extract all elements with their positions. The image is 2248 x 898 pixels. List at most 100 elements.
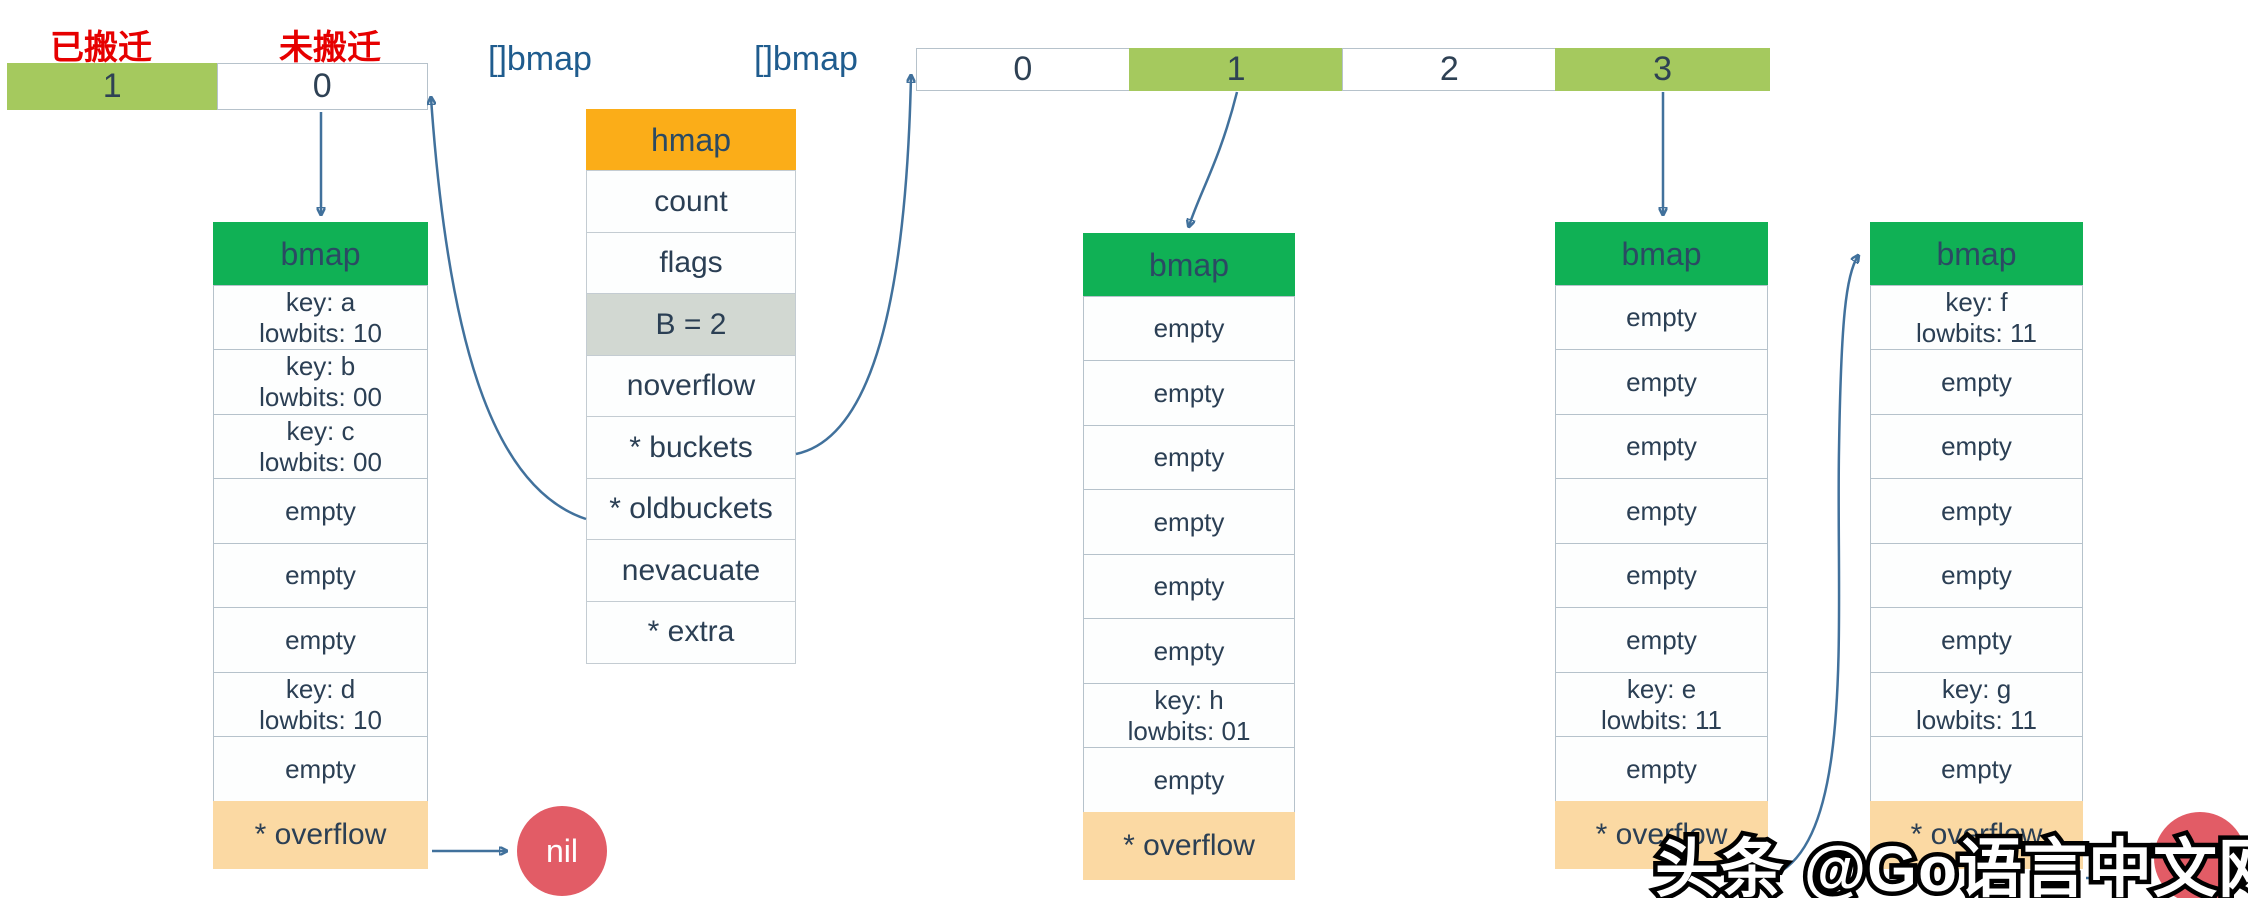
bucket-overflow-pointer: * overflow (213, 800, 428, 869)
hmap-field-count: count (586, 170, 796, 233)
bucket-overflow-pointer: * overflow (1083, 811, 1295, 880)
bucket-header: bmap (1555, 222, 1768, 286)
slot-line: key: a (285, 286, 356, 317)
bucket-slot: empty (1870, 349, 2083, 415)
slot-line: lowbits: 01 (1127, 715, 1251, 746)
hmap-field-noverflow: noverflow (586, 354, 796, 418)
slot-line: empty (1941, 624, 2012, 655)
watermark: 头条 @Go语言中文网 (1650, 829, 2248, 898)
bucket-slot: empty (213, 542, 428, 609)
bucket-slot: empty (1555, 284, 1768, 351)
slot-line: empty (1153, 635, 1225, 666)
bucket-header: bmap (1083, 233, 1295, 297)
bucket-slot: empty (1083, 360, 1295, 426)
bucket-header: bmap (213, 222, 428, 286)
slot-line: lowbits: 11 (1916, 704, 2037, 735)
slot-line: key: b (285, 351, 356, 382)
slot-line: empty (1153, 442, 1225, 473)
arrow-newarray1-to-bucket1 (1189, 91, 1239, 226)
slot-line: empty (1941, 366, 2012, 397)
bucket-slot: empty (1083, 618, 1295, 684)
slot-line: empty (1626, 624, 1697, 655)
array-cell-1: 1 (1128, 48, 1344, 91)
arrow-buckets-to-newarray (795, 76, 911, 456)
bucket-slot: empty (1870, 607, 2083, 673)
bucket-slot: empty (1555, 349, 1768, 415)
label-old-bmap-slice: []bmap (488, 40, 592, 78)
bucket-slot: empty (1083, 489, 1295, 555)
bucket-slot: empty (1870, 413, 2083, 480)
slot-line: lowbits: 00 (259, 382, 382, 412)
slot-line: empty (285, 560, 356, 591)
nil-circle-left: nil (517, 806, 607, 896)
slot-line: key: d (285, 673, 356, 704)
bucket-slot: empty (1555, 736, 1768, 802)
array-cell-0: 0 (915, 48, 1131, 91)
bucket-slot: empty (1083, 424, 1295, 491)
slot-line: empty (1626, 366, 1697, 397)
array-cell-3: 3 (1555, 48, 1770, 91)
slot-line: empty (1941, 431, 2012, 462)
slot-line: key: g (1941, 673, 2012, 704)
slot-line: empty (1153, 571, 1225, 602)
array-cell-0: 0 (216, 63, 428, 110)
slot-line: empty (1941, 753, 2012, 784)
slot-line: empty (1626, 495, 1697, 526)
slot-line: empty (1941, 495, 2012, 526)
slot-line: key: f (1945, 286, 2008, 317)
hmap-field-nevacuate: nevacuate (586, 539, 796, 602)
bucket-slot: empty (1083, 747, 1295, 813)
bucket-slot: empty (213, 478, 428, 544)
bucket-slot: empty (1083, 295, 1295, 362)
bucket-overflow-pointer: * overflow (1870, 800, 2083, 869)
nil-circle-right (2154, 812, 2246, 898)
bucket-slot: empty (213, 607, 428, 673)
label-migrated: 已搬迁 (50, 29, 152, 67)
hmap-field-extra: * extra (586, 600, 796, 664)
hmap-field-oldbuckets: * oldbuckets (586, 477, 796, 541)
slot-line: empty (1626, 560, 1697, 591)
bucket-slot: empty (1870, 736, 2083, 802)
bucket-slot: empty (1555, 607, 1768, 673)
slot-line: lowbits: 00 (259, 446, 382, 477)
bucket-overflow-pointer: * overflow (1555, 800, 1768, 869)
bucket-slot: empty (1555, 478, 1768, 544)
slot-line: lowbits: 10 (259, 317, 382, 348)
slot-line: empty (1626, 302, 1697, 333)
slot-line: key: h (1154, 684, 1224, 715)
hmap-field-buckets: * buckets (586, 416, 796, 479)
array-cell-1: 1 (6, 63, 218, 110)
slot-line: empty (1626, 431, 1697, 462)
arrow-oldbuckets-to-oldarray (431, 98, 587, 521)
slot-line: lowbits: 11 (1916, 317, 2037, 348)
slot-line: key: c (286, 415, 355, 446)
slot-line: empty (285, 495, 356, 526)
bucket-slot: empty (1555, 542, 1768, 609)
label-not-migrated: 未搬迁 (279, 29, 381, 67)
slot-line: key: e (1626, 673, 1697, 704)
slot-line: empty (285, 753, 356, 784)
nil-text: nil (545, 832, 578, 869)
slot-line: lowbits: 11 (1601, 704, 1722, 735)
bucket-header: bmap (1870, 222, 2083, 286)
bucket-slot: empty (1555, 413, 1768, 480)
bucket-slot: empty (1083, 553, 1295, 620)
slot-line: empty (1153, 506, 1225, 537)
bucket-slot: empty (1870, 542, 2083, 609)
hmap-field-flags: flags (586, 231, 796, 295)
slot-line: lowbits: 10 (259, 704, 382, 735)
